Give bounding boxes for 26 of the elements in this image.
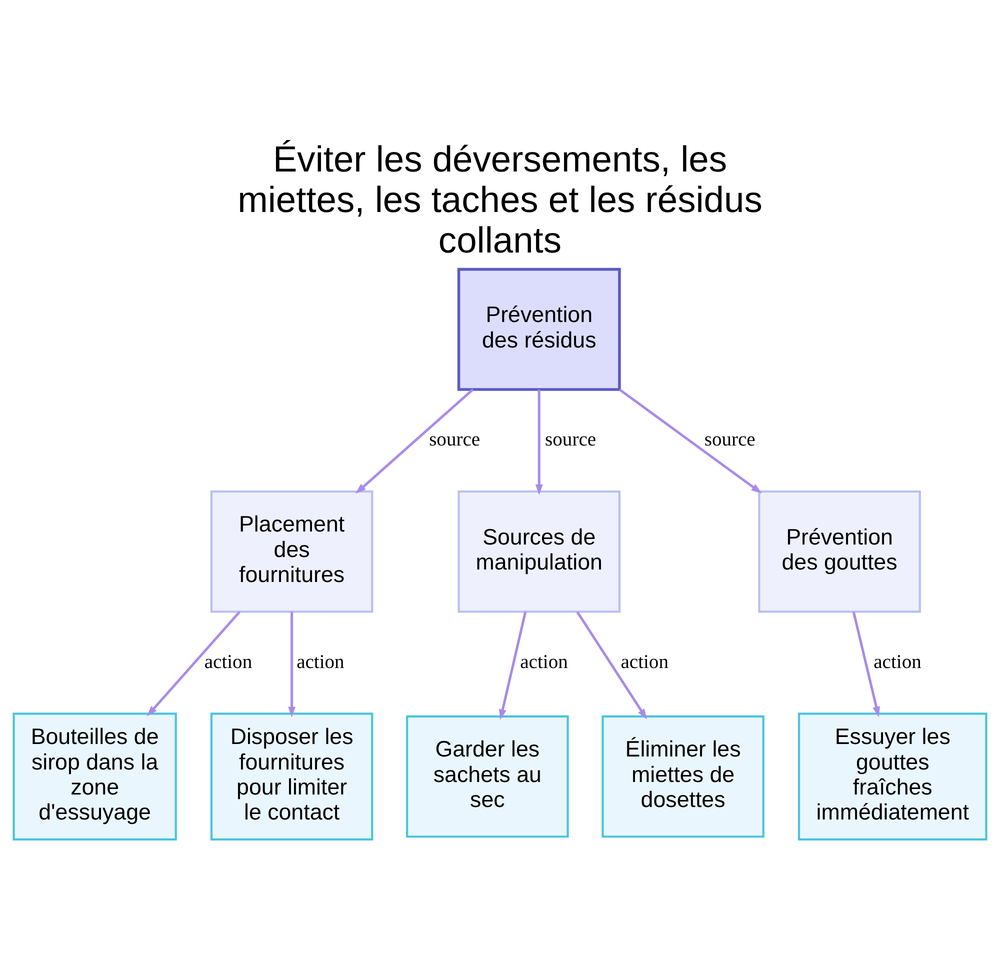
node-box: Éliminer les miettes de dosettes: [602, 714, 764, 838]
edge-label: source: [704, 429, 756, 450]
arrow: [535, 389, 543, 495]
node-box: Disposer les fournitures pour limiter le contact: [210, 712, 374, 840]
edge-label: source: [545, 429, 596, 450]
arrow: [355, 388, 474, 494]
edge-label: action: [620, 651, 668, 672]
edge-label: action: [296, 651, 344, 672]
node-box: Placement des fournitures: [210, 490, 374, 612]
node-box: Prévention des résidus: [457, 267, 621, 390]
node-box: Garder les sachets au sec: [406, 714, 569, 838]
arrow: [576, 610, 647, 719]
arrow: [852, 611, 880, 717]
arrow: [499, 611, 527, 720]
arrow: [146, 610, 240, 716]
node-box: Bouteilles de sirop dans la zone d'essuyage: [12, 712, 177, 840]
edge-label: action: [874, 651, 922, 672]
node-box: Prévention des gouttes: [758, 490, 921, 612]
arrow: [618, 388, 762, 493]
edge-label: action: [520, 651, 568, 672]
node-box: Sources de manipulation: [458, 490, 621, 612]
diagram-title: Éviter les déversements, les miettes, les taches et les résidus collants: [238, 138, 762, 260]
arrow: [288, 611, 296, 717]
edge-label: action: [204, 651, 252, 672]
node-box: Essuyer les gouttes fraîches immédiatement: [798, 712, 988, 840]
edge-label: source: [429, 429, 480, 450]
